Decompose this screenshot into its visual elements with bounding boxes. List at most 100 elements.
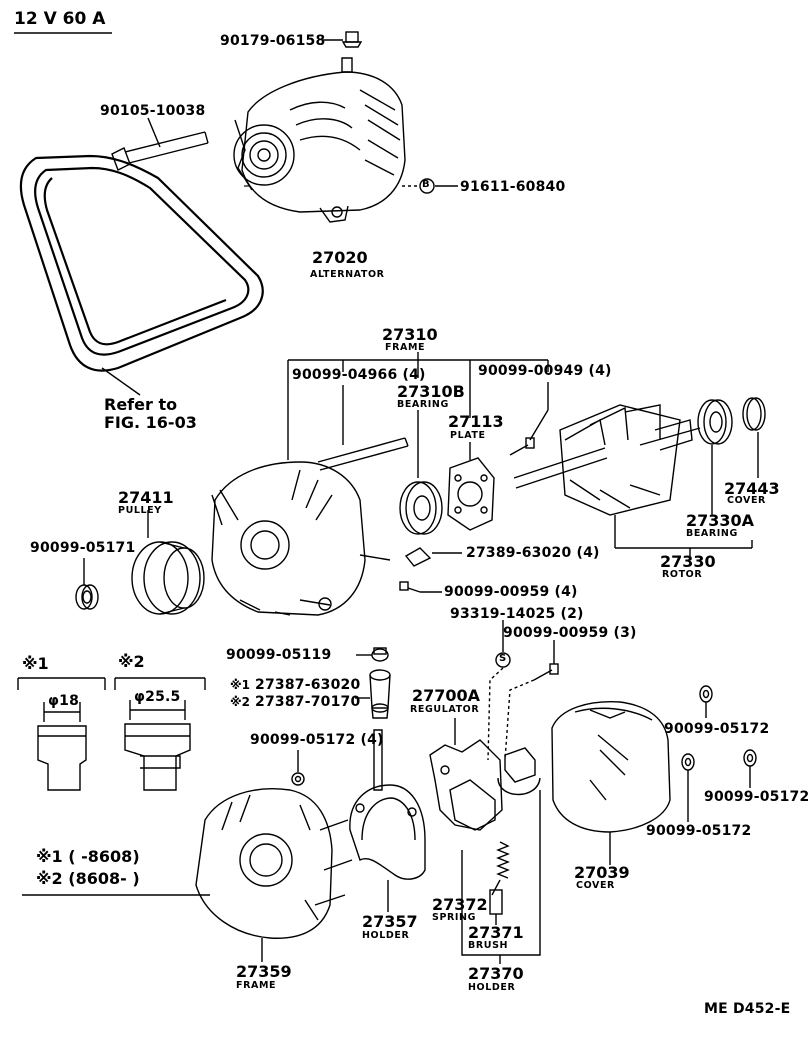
brush-spring [496,841,510,879]
dim-phi25-5: φ25.5 [134,689,181,705]
brush [489,889,503,915]
name-spring: SPRING [432,912,477,923]
legend-variant1: ※1 ( -8608) [36,847,140,866]
b-marker-letter: B [422,179,430,190]
label-27310: 27310 [382,325,438,344]
voltage-regulator [429,739,503,831]
bearing-plate [447,457,495,531]
plate-screw [509,437,535,456]
rear-cover [551,701,671,833]
bearing-cover [742,397,766,431]
term2-mark: ※2 [230,695,251,709]
label-27357: 27357 [362,912,418,931]
variant2-mark: ※2 [118,652,145,671]
rear-frame [195,788,353,939]
label-27387-70170: 27387-70170 [255,694,361,710]
screw959b-dash [504,679,535,761]
name-alternator: ALTERNATOR [310,269,385,280]
label-27371: 27371 [468,923,524,942]
label-90099-00949: 90099-00949 (4) [478,363,612,379]
label-90099-04966: 90099-04966 (4) [292,367,426,383]
figure-id: ME D452-E [704,1001,791,1017]
name-frame-top: FRAME [385,342,426,353]
dim-phi18: φ18 [48,693,80,709]
pulley-nut [75,584,99,610]
name-bearing-b: BEARING [397,399,449,410]
name-regulator: REGULATOR [410,704,480,715]
label-90179-06158: 90179-06158 [220,33,326,49]
label-27330: 27330 [660,552,716,571]
label-27443: 27443 [724,479,780,498]
top-nut [341,31,363,48]
label-27387-63020: 27387-63020 [255,677,361,693]
stud-bolt [317,437,409,471]
rear-bearing [697,399,733,445]
s-marker-letter: S [499,653,507,664]
reference-line1: Refer to [104,395,178,414]
label-90105-10038: 90105-10038 [100,103,206,119]
label-27359: 27359 [236,962,292,981]
name-pulley: PULLEY [118,505,162,516]
label-93319-14025: 93319-14025 (2) [450,606,584,622]
front-frame [211,461,391,616]
s-dash [487,667,504,761]
cover-nut-2 [743,749,757,767]
variant1-mark: ※1 [22,654,49,673]
name-frame-bottom: FRAME [236,980,277,991]
name-cover-443: COVER [727,495,766,506]
terminal-bushing [369,669,391,719]
label-90099-00959a: 90099-00959 (4) [444,584,578,600]
label-90099-05119: 90099-05119 [226,647,332,663]
name-rotor: ROTOR [662,569,703,580]
label-27039: 27039 [574,863,630,882]
cover-nut-1 [699,685,713,703]
name-brush-holder: HOLDER [468,982,516,993]
spring-leader [491,879,501,896]
label-27330A: 27330A [686,511,755,530]
variant-diagrams [17,677,206,791]
header-spec: 12 V 60 A [14,9,106,29]
brush-holder [461,747,541,956]
label-27389-63020: 27389-63020 (4) [466,545,600,561]
rectifier-holder [349,729,426,880]
b-marker-circle [419,178,435,194]
s-marker-circle [495,652,511,668]
legend-variant2: ※2 (8608- ) [36,869,140,888]
label-27370: 27370 [468,964,524,983]
label-91611-60840: 91611-60840 [460,179,566,195]
label-27113: 27113 [448,412,504,431]
label-27700A: 27700A [412,686,481,705]
term1-mark: ※1 [230,678,251,692]
name-rect-holder: HOLDER [362,930,410,941]
frame-screw [399,581,421,593]
label-27310B: 27310B [397,382,465,401]
terminal-insulator [404,547,432,567]
cover-nut-3 [681,753,695,771]
label-90099-05172-c: 90099-05172 [704,789,809,805]
belt-leader [101,367,141,396]
frame-nut [291,772,305,786]
v-belt [19,154,264,372]
name-brush: BRUSH [468,940,509,951]
name-bearing-a: BEARING [686,528,738,539]
label-90099-05171: 90099-05171 [30,540,136,556]
name-rear-cover: COVER [576,880,615,891]
label-90099-05172-b: 90099-05172 [664,721,770,737]
frame-bracket-top [287,352,549,478]
label-90099-00959b: 90099-00959 (3) [503,625,637,641]
pulley [131,541,205,615]
label-27411: 27411 [118,488,174,507]
label-27020: 27020 [312,248,368,267]
long-bolt [111,131,209,171]
name-plate: PLATE [450,430,486,441]
alternator-assembly [233,57,406,223]
label-90099-05172-4: 90099-05172 (4) [250,732,384,748]
label-90099-05172-d: 90099-05172 [646,823,752,839]
front-bearing [399,481,443,535]
reference-line2: FIG. 16-03 [104,413,197,432]
cover-screw [533,663,559,681]
bolt-leader [147,117,161,148]
label-27372: 27372 [432,895,488,914]
